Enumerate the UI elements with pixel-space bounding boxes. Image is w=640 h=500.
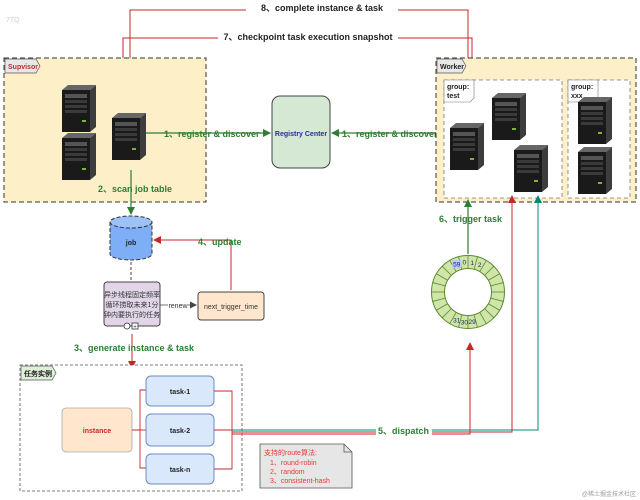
db-label: job — [125, 240, 137, 247]
worker-panel: Worker group: test group: xxx — [435, 57, 637, 203]
task-label: task-n — [170, 467, 191, 474]
server-icon — [514, 145, 548, 192]
task-label: task-2 — [170, 428, 190, 435]
edge-dispatch: 5、dispatch — [214, 195, 542, 470]
group-label: group: — [571, 84, 593, 91]
instance-node: instance — [61, 407, 133, 453]
task-node: task-n — [145, 453, 215, 485]
edge-instance-taskn — [139, 430, 146, 469]
wheel-slot-divider — [432, 297, 446, 302]
wheel-slot-divider — [490, 297, 504, 302]
wheel-slot-label: 31 — [453, 317, 461, 324]
wheel-slot-label: 29 — [469, 319, 477, 326]
wheel-slot-label: 30 — [461, 319, 469, 326]
edge-label-renew: renew — [168, 303, 188, 310]
job-database: job — [109, 215, 153, 261]
scanner-line: 钟内要执行的任务 — [104, 310, 160, 319]
wheel-slot-divider — [479, 260, 487, 272]
wheel-slot-divider — [436, 303, 448, 311]
group-name: test — [447, 93, 460, 100]
wheel-slot-divider — [432, 282, 446, 287]
next-trigger-label: next_trigger_time — [204, 304, 258, 311]
wheel-slot-divider — [484, 308, 495, 319]
svg-text:+: + — [133, 325, 137, 331]
loop-icon — [123, 322, 131, 330]
server-icon — [62, 85, 96, 132]
server-icon — [112, 113, 146, 160]
note-item: 1、round-robin — [270, 460, 317, 467]
wheel-slot-label: 59 — [453, 262, 461, 269]
wheel-slot-divider — [449, 312, 457, 324]
task-label: task-1 — [170, 389, 190, 396]
route-note: 支持的route算法: 1、round-robin 2、random 3、con… — [259, 443, 353, 489]
edge-generate: 3、generate instance & task — [74, 334, 195, 369]
wheel-slot-divider — [441, 265, 452, 276]
instance-label: instance — [83, 428, 112, 435]
wheel-slot-divider — [490, 282, 504, 287]
note-item: 3、consistent-hash — [270, 478, 330, 485]
wheel-slot-divider — [473, 314, 478, 328]
wheel-slot-label: 0 — [463, 260, 467, 267]
task-node: task-1 — [145, 375, 215, 407]
scanner-line: 异步线程固定频率 — [104, 290, 160, 299]
edge-label-scan: 2、scan job table — [98, 184, 172, 194]
supervisor-panel: Supvisor 2、scan job table — [3, 57, 207, 203]
edge-label-register-left: 1、register & discover — [164, 129, 260, 139]
wheel-slot-divider — [484, 265, 495, 276]
wheel-slot-divider — [458, 314, 463, 328]
edge-label-register-right: 1、register & discover — [342, 129, 438, 139]
note-title: 支持的route算法: — [264, 448, 317, 457]
edge-label-generate: 3、generate instance & task — [74, 343, 195, 353]
edge-label-checkpoint: 7、checkpoint task execution snapshot — [223, 32, 392, 42]
registry-center: Registry Center — [271, 95, 331, 169]
group-test: group: test — [443, 79, 563, 199]
task-instance-panel: 任务实例 instance task-1 task-2 task-n — [19, 364, 243, 492]
wheel-slot-divider — [473, 256, 478, 270]
supervisor-tag: Supvisor — [8, 64, 38, 71]
wheel-slot-label: 1 — [470, 260, 474, 267]
edge-label-update: 4、update — [198, 237, 242, 247]
wheel-slot-divider — [488, 303, 500, 311]
worker-tag: Worker — [440, 64, 464, 71]
edge-update: 4、update — [153, 236, 242, 290]
group-xxx: group: xxx — [567, 79, 631, 199]
scanner-process: 异步线程固定频率 循环捞取未来1分 钟内要执行的任务 + — [103, 281, 161, 331]
edge-label-dispatch: 5、dispatch — [378, 426, 429, 436]
edge-register-right: 1、register & discover — [331, 129, 445, 139]
wheel-slot-divider — [479, 312, 487, 324]
edge-label-complete: 8、complete instance & task — [261, 3, 384, 13]
group-name: xxx — [571, 93, 583, 100]
edge-renew: renew — [160, 300, 197, 310]
wheel-slot-highlight — [452, 260, 462, 269]
edge-register-left: 1、register & discover — [146, 129, 271, 139]
wheel-slot-divider — [441, 308, 452, 319]
wheel-slot-divider — [436, 273, 448, 281]
edge-trigger: 6、trigger task — [439, 199, 503, 254]
note-item: 2、random — [270, 469, 305, 476]
server-icon — [492, 93, 526, 140]
server-icon — [578, 97, 612, 144]
wheel-slot-divider — [488, 273, 500, 281]
next-trigger-time-box: next_trigger_time — [197, 291, 265, 321]
server-icon — [450, 123, 484, 170]
server-icon — [578, 147, 612, 194]
task-node: task-2 — [145, 413, 215, 447]
expand-icon — [131, 322, 139, 330]
footer-credit: @稀土掘金技术社区 — [582, 490, 636, 498]
wheel-slot-label: 2 — [478, 262, 482, 269]
registry-label: Registry Center — [275, 131, 327, 138]
group-label: group: — [447, 84, 469, 91]
scanner-line: 循环捞取未来1分 — [106, 300, 159, 309]
watermark: 7TQ — [6, 17, 20, 24]
task-panel-tag: 任务实例 — [23, 369, 52, 378]
edge-label-trigger: 6、trigger task — [439, 214, 503, 224]
server-icon — [62, 133, 96, 180]
